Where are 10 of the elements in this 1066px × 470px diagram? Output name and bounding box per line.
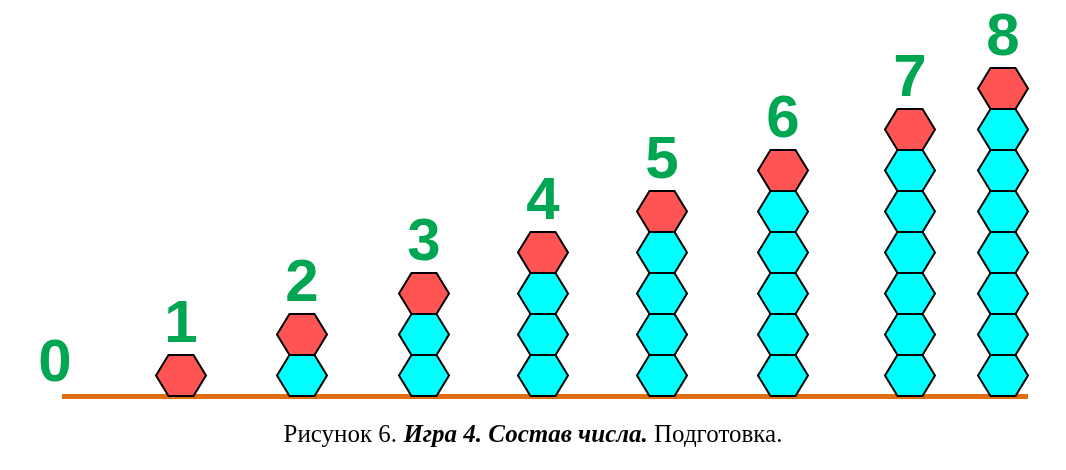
number-label: 2 [284, 256, 320, 306]
number-label: 3 [406, 215, 442, 265]
number-label: 6 [765, 92, 801, 142]
number-label: 5 [644, 133, 680, 183]
number-label: 0 [37, 336, 73, 386]
number-label: 1 [163, 297, 199, 347]
number-label: 7 [892, 51, 928, 101]
number-label: 8 [985, 10, 1021, 60]
number-label: 4 [525, 174, 561, 224]
figure-caption: Рисунок 6. Игра 4. Состав числа. Подготовка. [283, 420, 783, 448]
